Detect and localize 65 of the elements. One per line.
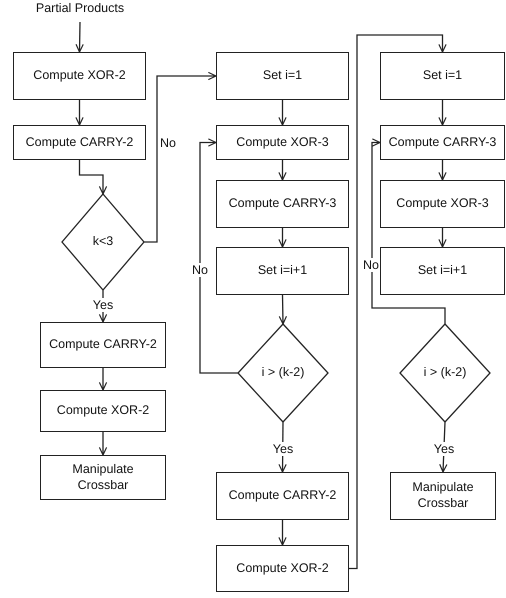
process-box xyxy=(216,52,349,100)
edge-label: No xyxy=(159,136,177,150)
process-box xyxy=(13,125,146,160)
node-text: Compute CARRY-2 xyxy=(26,134,134,150)
arrow xyxy=(278,160,287,181)
arrow xyxy=(278,100,287,126)
node-text: Partial Products xyxy=(36,1,124,17)
process-box xyxy=(216,125,349,160)
process-box xyxy=(380,52,505,100)
node-text: Set i=1 xyxy=(262,68,302,84)
arrow xyxy=(278,294,288,325)
edge-label: Yes xyxy=(432,442,456,456)
process-box xyxy=(380,180,505,228)
process-box xyxy=(380,125,505,160)
node-text: Compute XOR-2 xyxy=(56,403,150,419)
edge-label: Yes xyxy=(272,442,294,456)
arrow xyxy=(438,160,447,181)
process-box xyxy=(13,52,146,100)
node-text: Manipulate Crossbar xyxy=(71,462,135,494)
arrow xyxy=(75,100,84,126)
process-box xyxy=(216,545,349,592)
arrow xyxy=(75,22,84,53)
arrow xyxy=(98,432,108,456)
arrow xyxy=(439,422,448,473)
node-text: Set i=1 xyxy=(422,68,462,84)
edge-label: No xyxy=(362,258,380,272)
decision-diamond xyxy=(62,194,144,290)
node-text: Compute XOR-3 xyxy=(396,196,489,212)
edge-label: Yes xyxy=(92,298,114,312)
arrow xyxy=(438,228,447,248)
process-box xyxy=(216,247,349,295)
arrow xyxy=(78,160,108,195)
process-box xyxy=(216,180,349,228)
node-text: Compute CARRY-2 xyxy=(228,488,336,504)
process-box xyxy=(40,455,166,500)
node-text: Compute XOR-2 xyxy=(236,560,329,576)
node-text: k<3 xyxy=(92,234,114,250)
process-box xyxy=(40,390,166,432)
node-text: Set i=i+1 xyxy=(418,263,468,279)
node-text: Compute XOR-2 xyxy=(33,68,126,84)
arrow xyxy=(371,138,446,324)
process-box xyxy=(216,472,349,520)
arrow xyxy=(438,100,447,126)
node-text: Compute CARRY-2 xyxy=(49,337,157,353)
decision-diamond xyxy=(238,324,328,422)
process-box xyxy=(380,247,505,295)
node-text: Set i=i+1 xyxy=(258,263,308,279)
process-box xyxy=(40,322,166,368)
arrow xyxy=(349,34,447,570)
arrow xyxy=(278,520,287,546)
node-text: Compute XOR-3 xyxy=(236,134,329,150)
node-text: Compute CARRY-3 xyxy=(388,134,496,150)
arrow xyxy=(278,422,287,473)
arrow xyxy=(278,228,287,248)
node-text: i > (k-2) xyxy=(262,365,304,381)
arrow xyxy=(98,368,108,391)
decision-diamond xyxy=(400,324,490,422)
arrow xyxy=(98,290,108,323)
node-text: Manipulate Crossbar xyxy=(411,480,475,512)
process-box xyxy=(390,472,496,520)
arrow xyxy=(144,72,217,243)
node-text: i > (k-2) xyxy=(424,365,466,381)
node-text: Compute CARRY-3 xyxy=(228,196,336,212)
edge-label: No xyxy=(191,263,209,277)
arrow xyxy=(199,138,238,374)
